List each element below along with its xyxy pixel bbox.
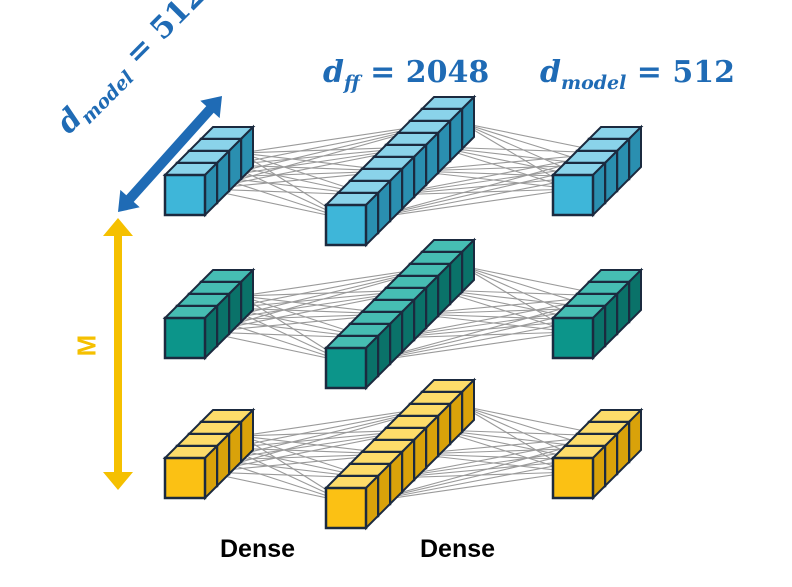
ffn-row-teal — [162, 237, 644, 391]
connection-line — [216, 176, 347, 220]
output-layer-blue — [550, 124, 644, 218]
dense-label-1: Dense — [220, 535, 296, 563]
neuron-cube — [323, 190, 381, 248]
neuron-cube — [323, 473, 381, 531]
ffn-row-yellow — [162, 377, 644, 531]
hidden-layer-teal — [323, 237, 477, 391]
neuron-cube — [162, 160, 220, 218]
hidden-layer-blue — [323, 94, 477, 248]
connection-line — [365, 471, 574, 503]
connection-line — [365, 331, 574, 363]
output-layer-teal — [550, 267, 644, 361]
dense-label-2: Dense — [420, 535, 496, 563]
connection-line — [204, 331, 347, 363]
neuron-cube — [162, 303, 220, 361]
input-layer-blue — [162, 124, 256, 218]
connection-line — [204, 471, 347, 503]
d-model-label: dmodel = 512 — [540, 55, 736, 94]
ffn-row-blue — [162, 94, 644, 248]
output-layer-yellow — [550, 407, 644, 501]
connection-line — [216, 319, 347, 363]
input-layer-yellow — [162, 407, 256, 501]
neuron-cube — [550, 443, 608, 501]
d-ff-label: dff = 2048 — [323, 55, 490, 94]
connection-line — [365, 188, 574, 220]
connection-line — [365, 176, 586, 220]
m-arrow — [103, 218, 133, 490]
connection-line — [365, 319, 586, 363]
neuron-cube — [550, 160, 608, 218]
hidden-layer-yellow — [323, 377, 477, 531]
connection-line — [204, 188, 347, 220]
m-label: M — [71, 334, 102, 357]
input-layer-teal — [162, 267, 256, 361]
connection-line — [365, 459, 586, 503]
neuron-cube — [162, 443, 220, 501]
d-model-arrow — [118, 96, 222, 212]
neuron-cube — [323, 333, 381, 391]
connection-line — [216, 459, 347, 503]
neuron-cube — [550, 303, 608, 361]
